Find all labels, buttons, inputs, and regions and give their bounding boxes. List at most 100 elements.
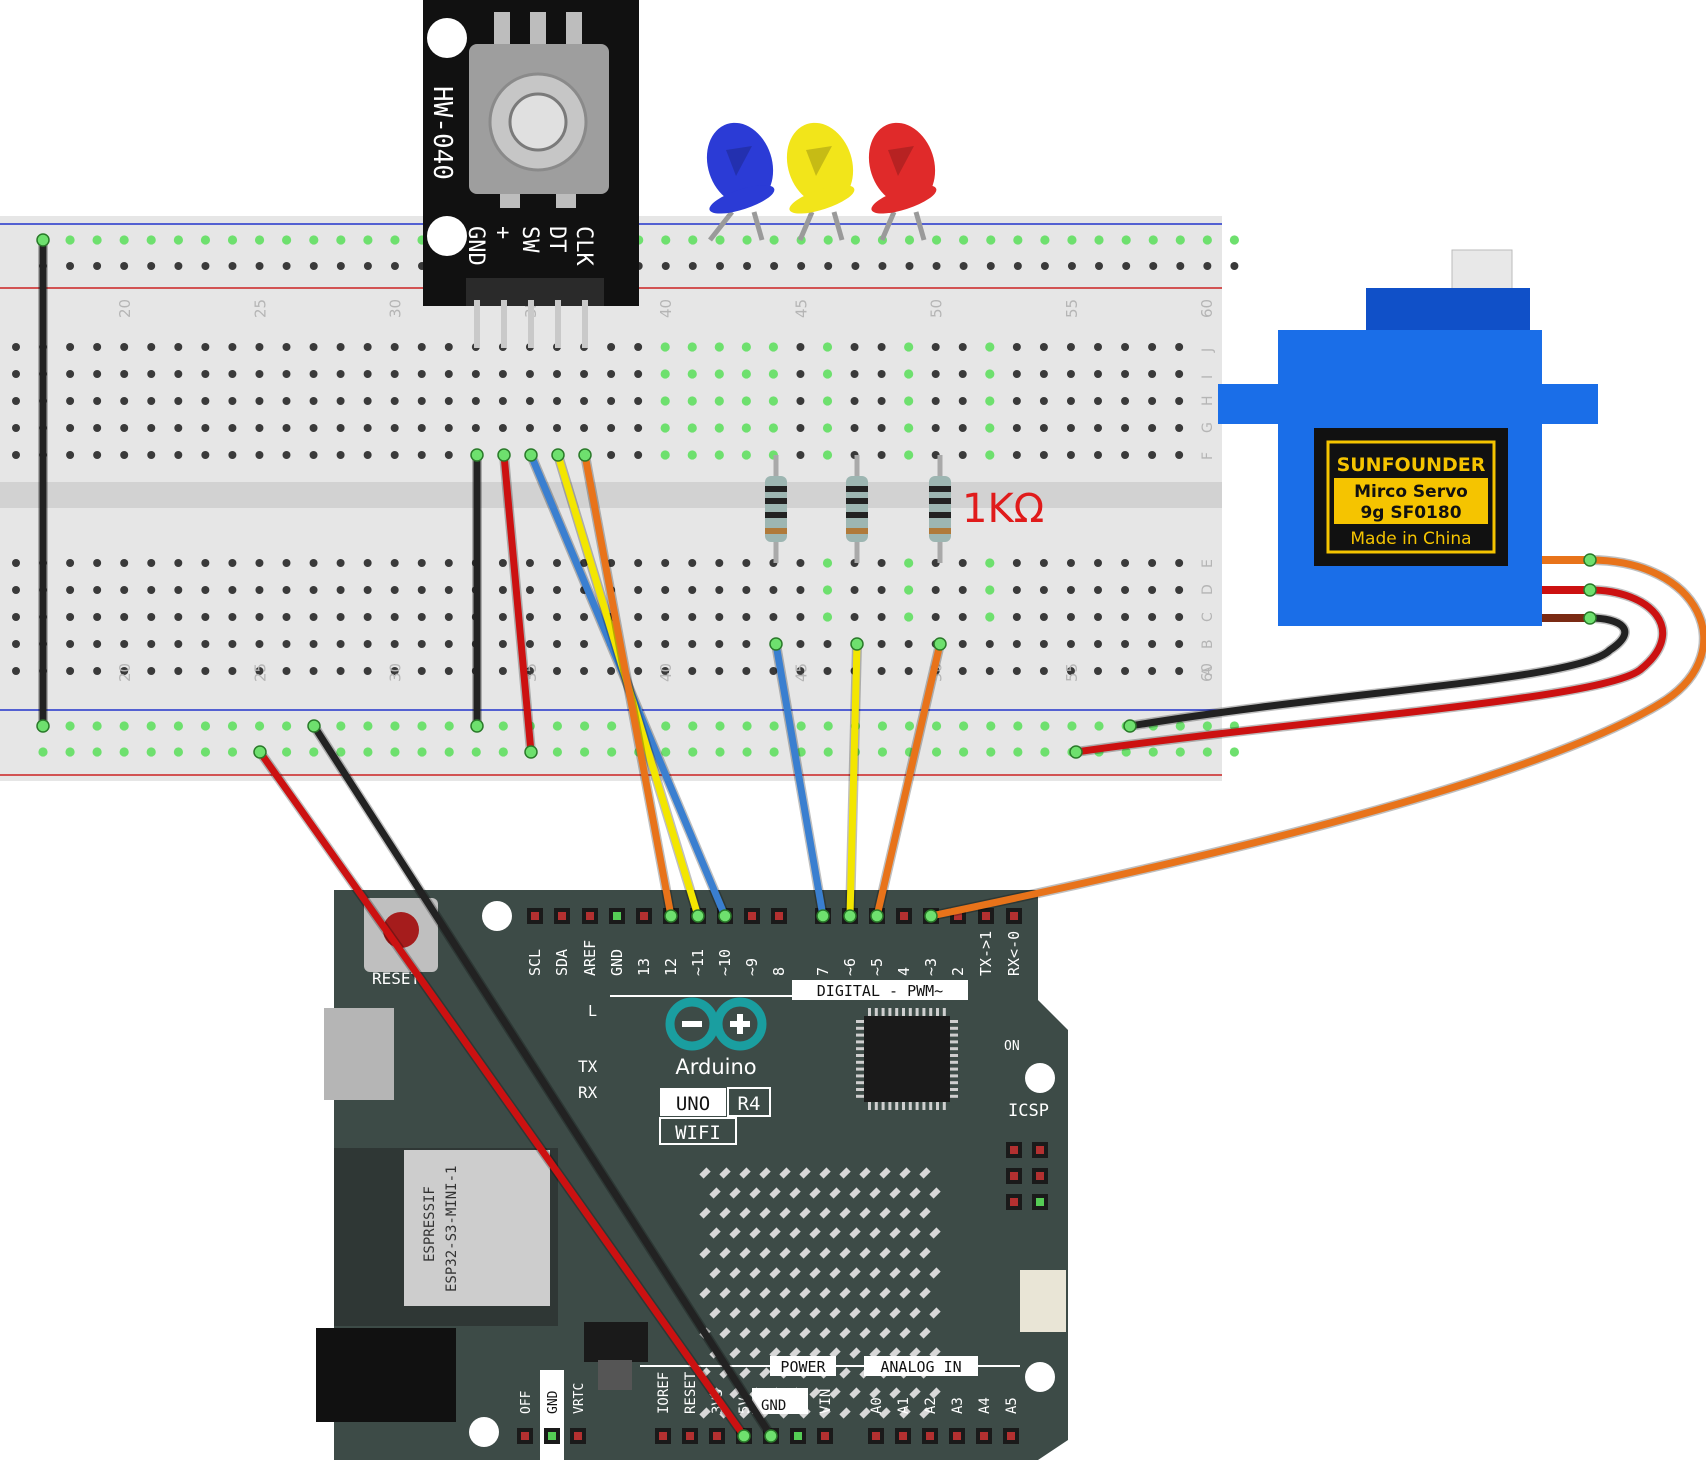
breadboard-hole bbox=[877, 424, 886, 432]
breadboard-hole bbox=[390, 397, 399, 405]
breadboard-hole bbox=[1094, 343, 1102, 351]
breadboard-hole bbox=[1148, 424, 1157, 432]
digital-pin-label: AREF bbox=[581, 940, 599, 976]
breadboard-column-number: 20 bbox=[116, 663, 134, 682]
breadboard-hole bbox=[985, 396, 995, 406]
breadboard-hole bbox=[580, 640, 589, 648]
rail-hole bbox=[93, 262, 102, 270]
rail-hole bbox=[173, 721, 183, 731]
wire-endpoint bbox=[470, 448, 484, 462]
breadboard-hole bbox=[768, 342, 779, 352]
rail-hole bbox=[580, 721, 590, 731]
breadboard-hole bbox=[201, 397, 210, 405]
left-pin-label: OFF bbox=[519, 1390, 534, 1414]
breadboard-hole bbox=[201, 613, 210, 621]
breadboard-hole bbox=[66, 559, 75, 567]
rail-hole bbox=[1095, 262, 1103, 270]
header-socket-pin bbox=[900, 912, 908, 920]
breadboard-hole bbox=[471, 370, 480, 378]
rail-hole bbox=[65, 747, 75, 757]
breadboard-hole bbox=[1012, 640, 1021, 648]
rail-hole bbox=[1040, 721, 1050, 731]
rail-hole bbox=[174, 262, 183, 270]
rail-hole bbox=[417, 747, 427, 757]
encoder-pin bbox=[501, 300, 507, 348]
rail-hole bbox=[363, 721, 373, 731]
on-label: ON bbox=[1004, 1039, 1020, 1054]
breadboard-hole bbox=[255, 343, 264, 351]
rail-hole bbox=[986, 721, 996, 731]
breadboard-hole bbox=[796, 586, 805, 594]
breadboard-hole bbox=[12, 640, 20, 648]
breadboard-hole bbox=[390, 667, 399, 675]
rail-hole bbox=[390, 262, 399, 270]
breadboard-hole bbox=[634, 451, 643, 459]
breadboard-hole bbox=[687, 450, 697, 460]
breadboard-hole bbox=[525, 667, 534, 675]
breadboard-hole bbox=[1148, 397, 1157, 405]
breadboard-hole bbox=[255, 559, 264, 567]
breadboard-hole bbox=[363, 343, 372, 351]
rail-hole bbox=[336, 721, 346, 731]
arduino-mount-hole bbox=[1025, 1362, 1055, 1392]
breadboard-hole bbox=[255, 586, 264, 594]
breadboard-hole bbox=[1012, 667, 1021, 675]
rail-hole bbox=[38, 747, 48, 757]
breadboard-hole bbox=[1121, 343, 1130, 351]
header-socket-pin bbox=[548, 1432, 556, 1440]
breadboard-hole bbox=[525, 424, 534, 432]
header-socket-pin bbox=[1007, 1432, 1015, 1440]
wire-endpoint bbox=[36, 233, 50, 247]
breadboard: 202025253030353540404545505055556060JIHG… bbox=[0, 216, 1239, 781]
breadboard-hole bbox=[1094, 640, 1102, 648]
wire-endpoint bbox=[933, 637, 947, 651]
rail-hole bbox=[444, 721, 454, 731]
breadboard-hole bbox=[580, 667, 589, 675]
breadboard-hole bbox=[634, 667, 643, 675]
breadboard-hole bbox=[66, 370, 75, 378]
rail-hole bbox=[986, 262, 995, 270]
rail-hole bbox=[742, 747, 752, 757]
wire-endpoint bbox=[718, 909, 732, 923]
model-wifi: WIFI bbox=[675, 1122, 721, 1144]
power-pin-label: GND bbox=[761, 1398, 786, 1414]
breadboard-hole bbox=[201, 424, 210, 432]
breadboard-hole bbox=[958, 667, 967, 675]
breadboard-hole bbox=[823, 667, 832, 675]
rail-hole bbox=[824, 262, 833, 270]
rail-hole bbox=[228, 262, 237, 270]
rail-hole bbox=[688, 747, 698, 757]
led-blue bbox=[706, 122, 775, 242]
breadboard-hole bbox=[904, 585, 914, 595]
breadboard-hole bbox=[1148, 586, 1157, 594]
breadboard-hole bbox=[958, 343, 967, 351]
breadboard-hole bbox=[1121, 370, 1130, 378]
breadboard-hole bbox=[390, 613, 399, 621]
rail-hole bbox=[200, 235, 211, 245]
breadboard-hole bbox=[822, 342, 833, 352]
header-socket-pin bbox=[954, 912, 962, 920]
header-socket-pin bbox=[899, 1432, 907, 1440]
wire-5v-to-rail bbox=[256, 748, 748, 1440]
qwiic-connector bbox=[1020, 1270, 1066, 1332]
breadboard-column-number: 55 bbox=[1063, 663, 1081, 682]
breadboard-hole bbox=[1012, 370, 1021, 378]
breadboard-hole bbox=[660, 450, 670, 460]
header-socket-pin bbox=[821, 1432, 829, 1440]
wires bbox=[36, 233, 1706, 1443]
breadboard-hole bbox=[336, 586, 345, 594]
breadboard-hole bbox=[1012, 451, 1021, 459]
breadboard-hole bbox=[390, 559, 399, 567]
breadboard-hole bbox=[93, 586, 102, 594]
breadboard-hole bbox=[174, 343, 183, 351]
breadboard-hole bbox=[958, 613, 967, 621]
breadboard-hole bbox=[1175, 559, 1184, 567]
rail-hole bbox=[201, 262, 210, 270]
analog-in-label: ANALOG IN bbox=[880, 1358, 961, 1376]
breadboard-hole bbox=[174, 397, 183, 405]
breadboard-hole bbox=[822, 450, 833, 460]
digital-pin-label: 12 bbox=[662, 958, 680, 976]
breadboard-hole bbox=[796, 613, 805, 621]
rail-hole bbox=[65, 721, 75, 731]
